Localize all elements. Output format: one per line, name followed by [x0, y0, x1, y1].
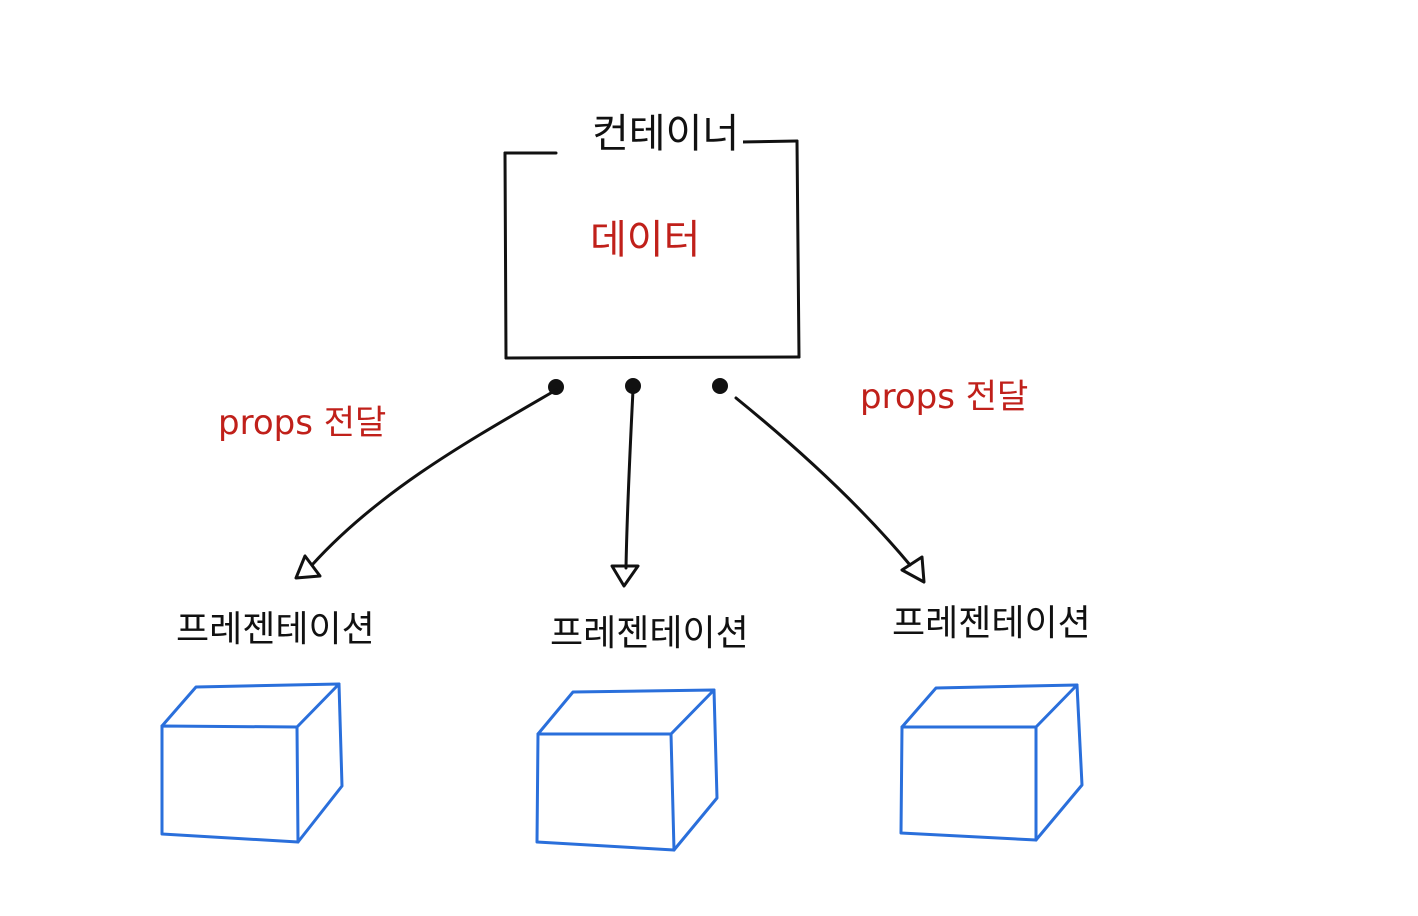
arrow-right-line: [734, 396, 912, 567]
cube-1-front-face: [160, 724, 300, 844]
connection-dot-center: [625, 378, 641, 394]
cube-1-top-face: [160, 682, 341, 729]
props-transfer-label-left: props 전달: [218, 403, 387, 443]
presentational-label-3: 프레젠테이션: [892, 603, 1091, 644]
presentational-label-2: 프레젠테이션: [550, 613, 749, 654]
container-box-right-top-edge: [739, 139, 799, 144]
cube-1-side-face: [296, 682, 344, 844]
container-box: [503, 139, 801, 360]
container-title: 컨테이너: [588, 114, 744, 154]
cube-1: [160, 682, 344, 844]
arrow-left-line: [310, 388, 558, 567]
container-data-label: 데이터: [590, 217, 701, 263]
cube-2-front-face: [535, 732, 676, 852]
presentational-label-1: 프레젠테이션: [176, 609, 375, 650]
arrows: [294, 388, 926, 588]
cube-3-side-face: [1034, 683, 1084, 842]
props-transfer-label-right: props 전달: [860, 377, 1029, 417]
arrow-center-line: [624, 388, 635, 570]
cube-2: [535, 688, 719, 852]
cube-3-top-face: [900, 683, 1079, 729]
cube-3-front-face: [899, 725, 1038, 842]
container-box-bottom-edge: [504, 355, 801, 360]
container-box-right-edge: [795, 139, 801, 359]
arrow-left-head: [294, 554, 322, 580]
cube-2-top-face: [536, 688, 716, 736]
connection-dot-right: [712, 378, 728, 394]
arrow-center-head: [610, 564, 640, 588]
container-box-left-edge: [503, 151, 508, 360]
cube-2-side-face: [672, 688, 719, 852]
arrow-right-head: [900, 555, 926, 584]
connection-dots: [548, 378, 728, 395]
cube-3: [899, 683, 1084, 842]
